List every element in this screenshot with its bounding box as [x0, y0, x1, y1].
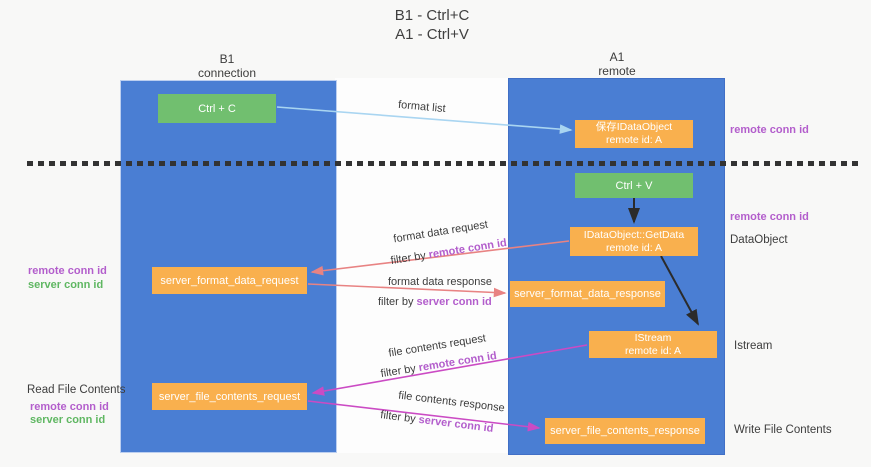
left-label-remote-conn-id-1: remote conn id — [28, 265, 107, 277]
box-server-file-contents-response: server_file_contents_response — [545, 418, 705, 444]
label-format-data-response: format data response — [388, 276, 492, 288]
box-idataobject-getdata: IDataObject::GetData remote id: A — [570, 227, 698, 256]
box-server-format-data-request: server_format_data_request — [152, 267, 307, 294]
column-b1-name: B1 — [219, 52, 235, 66]
left-label-read-file-contents: Read File Contents — [27, 384, 126, 396]
box-save-idataobject: 保存IDataObject remote id: A — [575, 120, 693, 148]
box-server-file-contents-request: server_file_contents_request — [152, 383, 307, 410]
box-istream: IStream remote id: A — [589, 331, 717, 358]
title-line-1: B1 - Ctrl+C — [394, 7, 470, 24]
box-istream-line2: remote id: A — [624, 344, 682, 357]
box-getdata-line2: remote id: A — [605, 241, 663, 254]
label-filter-by-server-conn-id-1: filter by server conn id — [378, 296, 492, 308]
title-line-2: A1 - Ctrl+V — [395, 26, 469, 43]
dashed-separator-line — [27, 161, 860, 166]
left-label-remote-conn-id-2: remote conn id — [30, 401, 109, 413]
left-label-server-conn-id-1: server conn id — [28, 279, 104, 291]
column-b1-role: connection — [197, 66, 257, 80]
right-label-istream: Istream — [734, 340, 773, 352]
box-server-format-data-request-label: server_format_data_request — [160, 274, 299, 287]
left-label-server-conn-id-2: server conn id — [30, 414, 106, 426]
column-a1-name: A1 — [609, 50, 625, 64]
box-server-format-data-response: server_format_data_response — [510, 281, 665, 307]
box-ctrl-c-label: Ctrl + C — [198, 102, 236, 115]
box-ctrl-v-label: Ctrl + V — [615, 179, 653, 192]
column-header-b1: B1 connection — [157, 52, 297, 80]
box-ctrl-c: Ctrl + C — [158, 94, 276, 123]
box-istream-line1: IStream — [634, 331, 672, 344]
box-server-file-contents-response-label: server_file_contents_response — [550, 425, 700, 437]
box-ctrl-v: Ctrl + V — [575, 173, 693, 198]
box-server-file-contents-request-label: server_file_contents_request — [158, 390, 301, 403]
diagram-title: B1 - Ctrl+C A1 - Ctrl+V — [332, 6, 532, 44]
box-getdata-line1: IDataObject::GetData — [583, 228, 685, 241]
right-label-dataobject: DataObject — [730, 234, 788, 246]
right-label-write-file-contents: Write File Contents — [734, 424, 832, 436]
column-header-a1: A1 remote — [547, 50, 687, 78]
right-label-remote-conn-id-2: remote conn id — [730, 211, 809, 223]
column-a1-role: remote — [598, 64, 636, 78]
box-save-idataobject-line2: remote id: A — [605, 134, 663, 146]
box-server-format-data-response-label: server_format_data_response — [514, 288, 661, 300]
right-label-remote-conn-id-1: remote conn id — [730, 124, 809, 136]
box-save-idataobject-line1: 保存IDataObject — [595, 121, 673, 133]
